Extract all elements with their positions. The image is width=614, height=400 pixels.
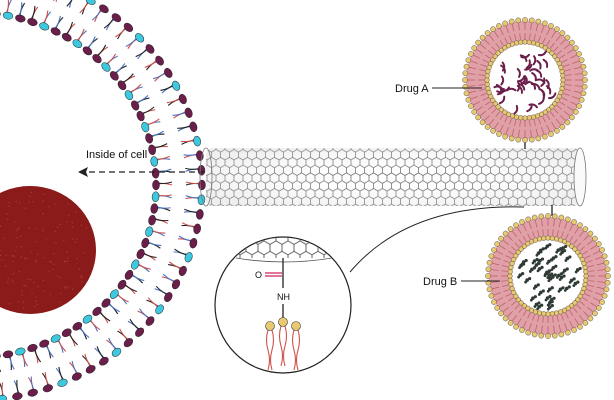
drug-a-molecule bbox=[525, 59, 531, 69]
drug-a-molecule bbox=[545, 79, 550, 90]
zoom-lipid-tail bbox=[278, 325, 284, 367]
lipid-pair bbox=[61, 328, 96, 374]
carbonyl-o-label: O bbox=[255, 270, 262, 280]
nucleus bbox=[0, 186, 96, 314]
drug-a-molecule bbox=[498, 95, 506, 105]
drug-a-molecule bbox=[524, 63, 533, 71]
zoom-lipid-head bbox=[265, 321, 275, 331]
lipid-pair bbox=[82, 13, 122, 56]
lipid-pair bbox=[150, 150, 204, 167]
drug-a-molecule bbox=[528, 103, 538, 109]
drug-a-molecule bbox=[531, 72, 537, 82]
zoom-lipid-head bbox=[291, 321, 301, 331]
lipid-pair bbox=[117, 55, 164, 91]
drug-a-molecule bbox=[520, 80, 531, 85]
zoom-lipid-group bbox=[265, 317, 301, 371]
lipid-pair bbox=[27, 344, 53, 393]
lipid-pair bbox=[92, 22, 134, 64]
lipid-pair bbox=[50, 334, 82, 381]
drug-a-molecule bbox=[506, 87, 517, 92]
lipid-pair bbox=[0, 9, 1, 18]
zoom-lipid-tail bbox=[295, 329, 301, 371]
lipid-pair bbox=[15, 2, 26, 23]
zoom-lipid-tail bbox=[291, 329, 297, 371]
lipid-pair bbox=[148, 214, 201, 235]
zoom-lipid-tail bbox=[265, 329, 271, 371]
lipid-pair bbox=[2, 350, 23, 400]
inside-cell-arrow bbox=[78, 167, 205, 177]
drug-a-molecule bbox=[547, 92, 557, 100]
lipid-pair bbox=[109, 44, 155, 81]
lipid-pair bbox=[145, 121, 198, 144]
lipid-pair bbox=[141, 107, 193, 133]
zoom-detail-circle bbox=[214, 236, 352, 374]
drug-a-molecule bbox=[496, 87, 505, 96]
lipid-pair bbox=[101, 298, 145, 337]
zoom-nanotube-sheet bbox=[236, 237, 332, 258]
zoom-lipid-head bbox=[278, 317, 288, 327]
drug-a-molecule bbox=[536, 60, 542, 70]
drug-a-molecule bbox=[516, 67, 521, 78]
liposome-a bbox=[462, 17, 588, 143]
lipid-pair bbox=[0, 352, 7, 400]
lipid-pair bbox=[2, 0, 14, 20]
nucleus-texture bbox=[0, 191, 88, 310]
lipid-pair bbox=[145, 226, 198, 249]
carbon-nanotube bbox=[199, 147, 587, 207]
drug-b-label: Drug B bbox=[423, 276, 457, 288]
lipid-pair bbox=[109, 289, 155, 326]
lipid-pair bbox=[101, 33, 145, 72]
drug-a-molecule bbox=[519, 54, 528, 63]
drug-a-molecule bbox=[535, 69, 543, 78]
lipid-pair bbox=[72, 321, 109, 366]
zoom-lipid-tail bbox=[269, 329, 275, 371]
lipid-pair bbox=[141, 237, 193, 263]
lipid-pair bbox=[131, 80, 181, 111]
drug-a-molecule bbox=[495, 83, 503, 93]
drug-a-molecule bbox=[530, 83, 541, 89]
drug-a-molecule bbox=[542, 58, 549, 68]
cell-membrane bbox=[0, 0, 206, 400]
drug-a-molecule bbox=[526, 103, 533, 113]
drug-a-molecule bbox=[516, 81, 521, 92]
lipid-pair bbox=[148, 135, 201, 156]
lipid-pair bbox=[124, 269, 173, 302]
drug-a-molecule bbox=[501, 61, 506, 72]
drug-a-molecule bbox=[536, 78, 546, 84]
lipid-pair bbox=[15, 347, 38, 397]
lipid-pair bbox=[136, 94, 187, 122]
lipid-pair bbox=[61, 0, 96, 42]
lipid-pair bbox=[150, 203, 204, 220]
lipid-pair bbox=[152, 179, 206, 191]
lipid-pair bbox=[117, 279, 164, 315]
drug-a-molecule bbox=[532, 55, 537, 66]
zoom-lipid-tail bbox=[282, 325, 288, 367]
lipid-pair bbox=[72, 4, 109, 49]
lipid-pair bbox=[124, 68, 173, 101]
drug-a-molecule bbox=[500, 75, 505, 86]
lipid-pair bbox=[27, 5, 39, 26]
inside-cell-label: Inside of cell bbox=[86, 149, 147, 161]
lipid-pair bbox=[82, 314, 122, 357]
drug-a-label: Drug A bbox=[395, 83, 429, 95]
liposome-b bbox=[485, 213, 611, 339]
lipid-pair bbox=[131, 259, 181, 290]
lipid-pair bbox=[39, 339, 68, 387]
lipid-pair bbox=[50, 0, 73, 36]
zoom-callout-line bbox=[349, 206, 525, 273]
lipid-pair bbox=[92, 306, 134, 348]
lipid-pair bbox=[151, 191, 206, 205]
drug-a-molecule bbox=[537, 50, 547, 57]
drug-a-molecule bbox=[540, 89, 546, 99]
lipid-pair bbox=[136, 248, 187, 276]
drug-a-molecule bbox=[500, 64, 506, 74]
drug-a-molecule bbox=[516, 75, 526, 83]
lipid-pair bbox=[39, 0, 57, 31]
drug-a-molecule bbox=[513, 104, 519, 115]
amide-nh-label: NH bbox=[277, 292, 290, 302]
